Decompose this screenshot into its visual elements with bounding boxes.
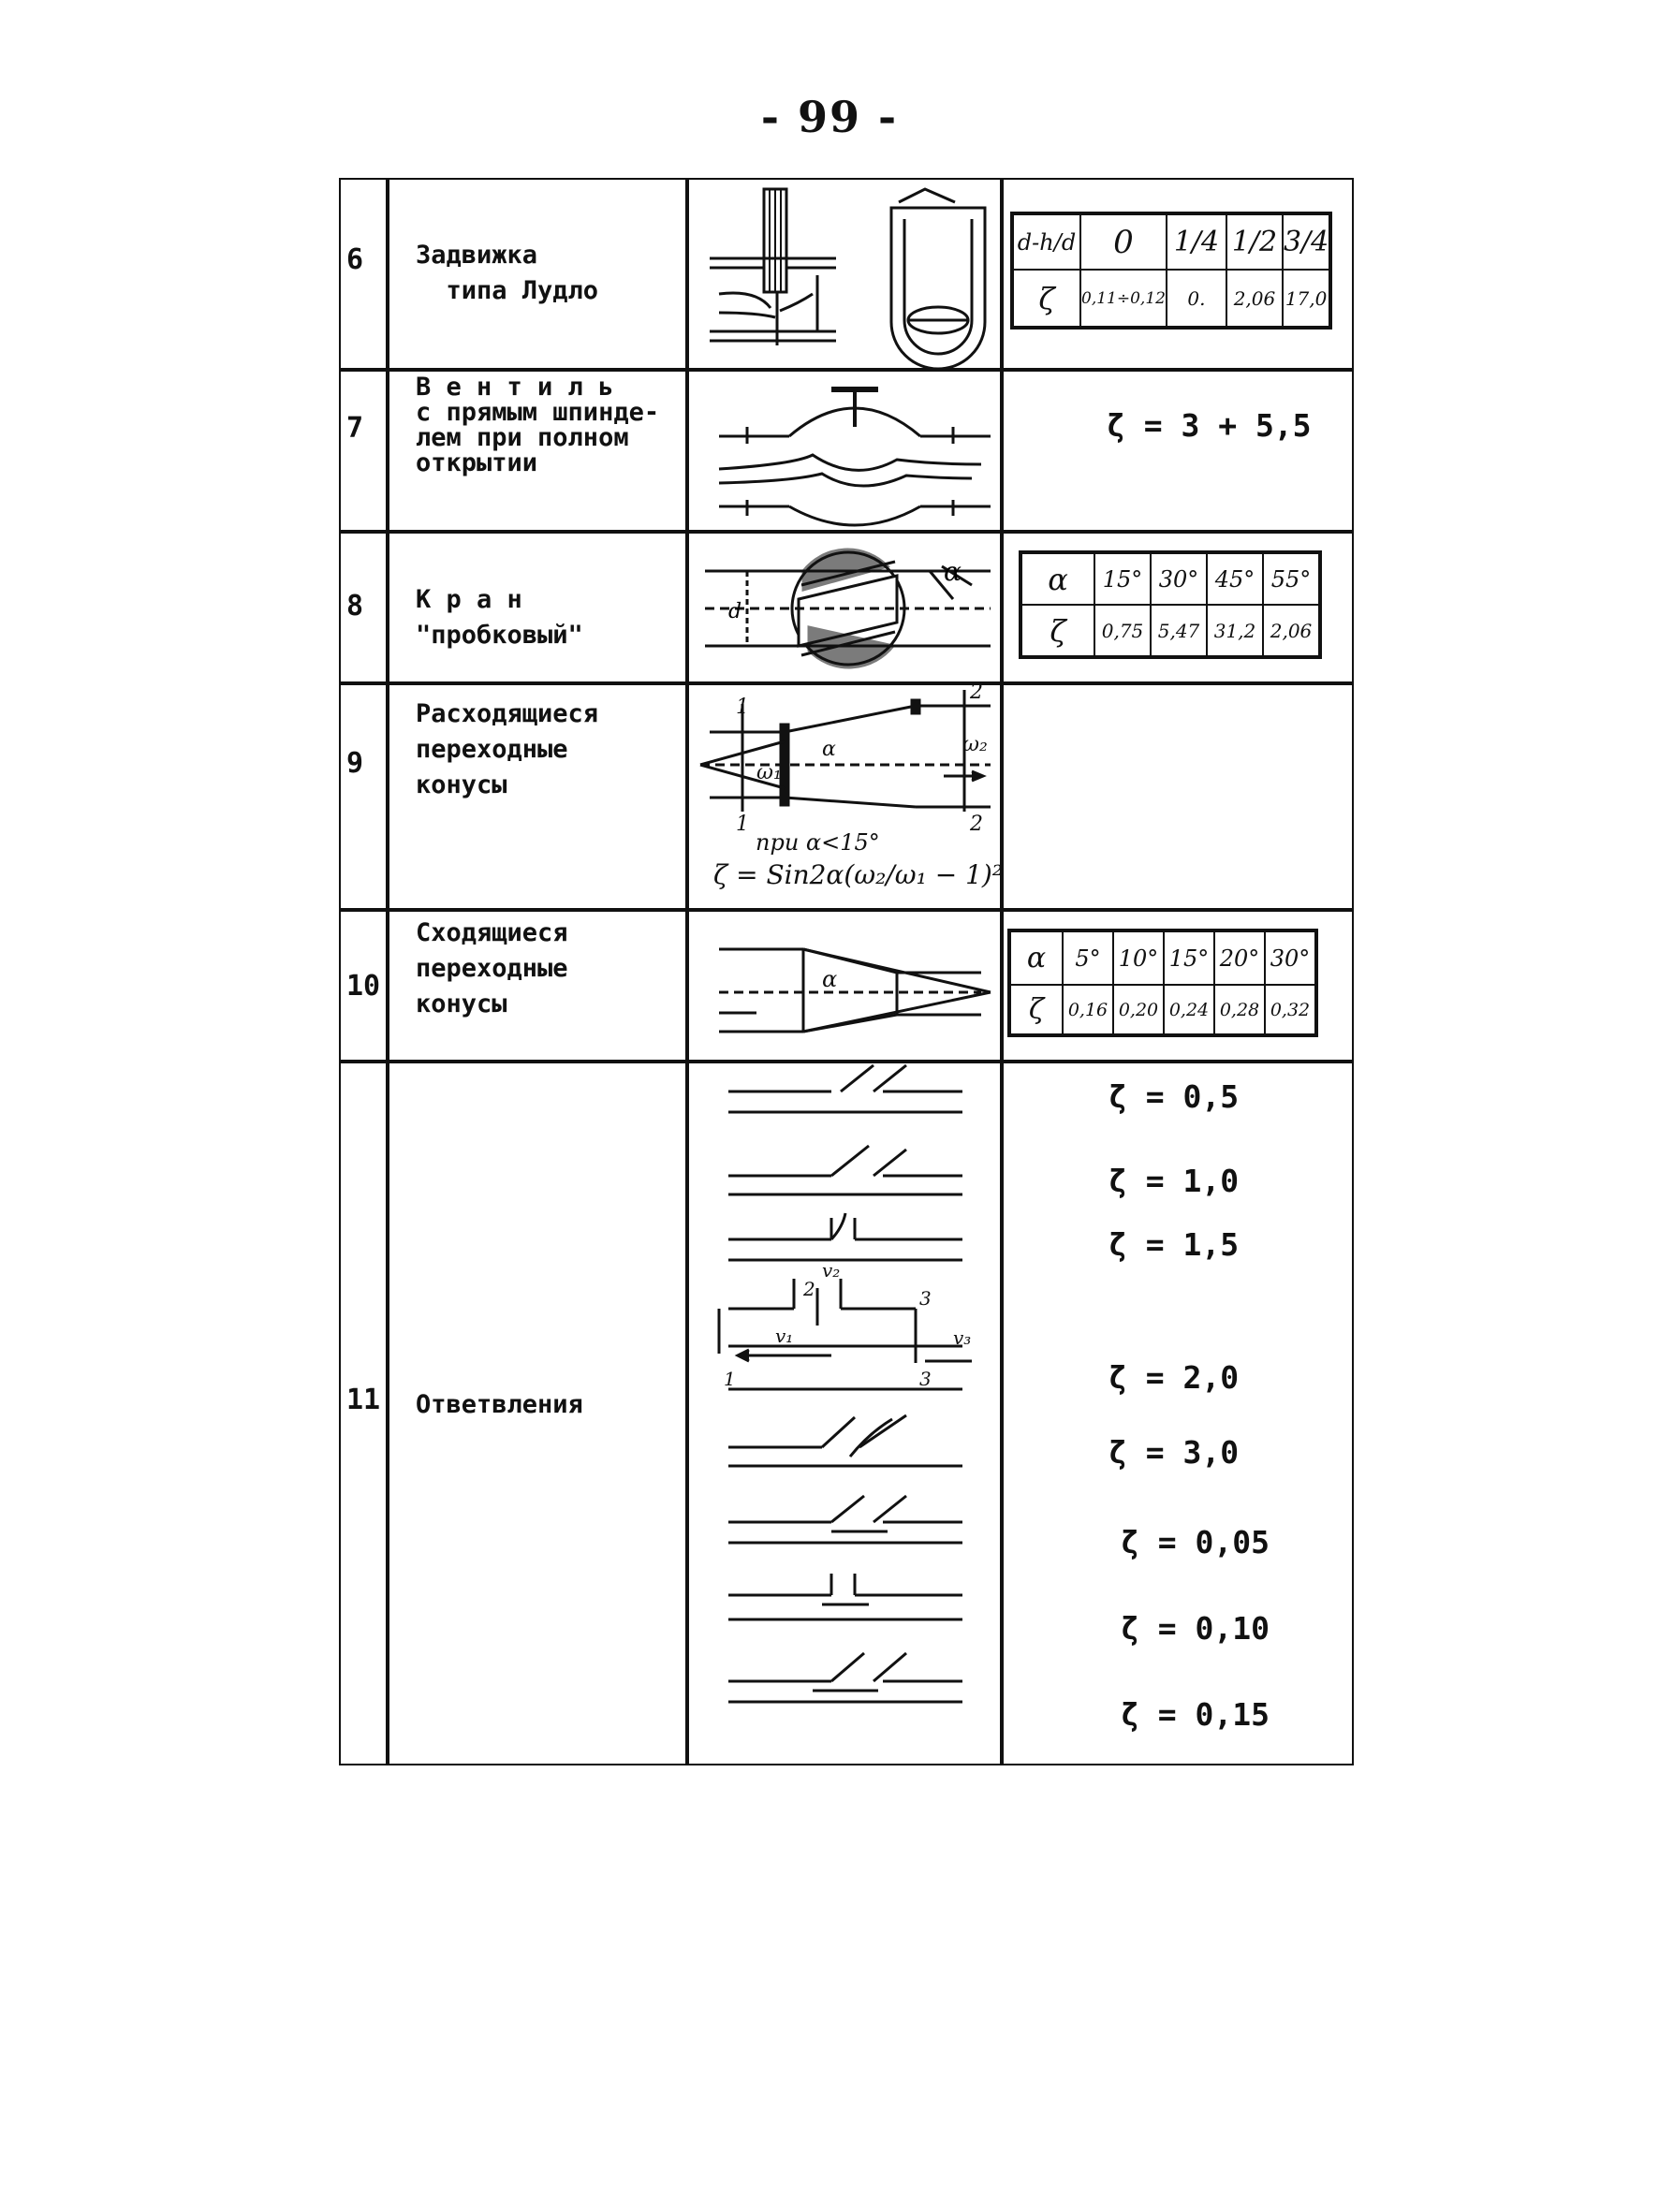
row-number: 9 [346, 747, 364, 780]
zeta-value: ζ = 0,5 [1108, 1078, 1240, 1115]
header-cell: 3/4 [1281, 212, 1332, 271]
row-number: 6 [346, 243, 364, 276]
gate-valve-drawing [710, 187, 987, 369]
svg-text:α: α [822, 966, 837, 992]
gate-valve-coefficients: d-h/d 0 1/4 1/2 3/4 ζ 0,11÷0,12 0. 2,06 … [1010, 212, 1333, 330]
header-cell: 1/2 [1225, 212, 1284, 271]
stop-valve-drawing [718, 387, 991, 527]
row-name: К р а н "пробковый" [416, 585, 583, 650]
svg-text:d: d [728, 600, 741, 623]
header-cell: 30° [1150, 551, 1208, 606]
header-cell: 10° [1112, 930, 1165, 986]
zeta-cell: 17,0 [1281, 269, 1332, 329]
row-number: 7 [346, 412, 364, 445]
zeta-cell: 0,28 [1213, 984, 1266, 1036]
zeta-value: ζ = 0,05 [1121, 1524, 1270, 1560]
zeta-value: ζ = 0,15 [1121, 1696, 1270, 1733]
converging-cone-coefficients: α 5° 10° 15° 20° 30° ζ 0,16 0,20 0,24 0,… [1007, 929, 1318, 1037]
svg-text:v₂: v₂ [822, 1259, 840, 1282]
zeta-value: ζ = 3 + 5,5 [1107, 407, 1312, 444]
zeta-cell: 0,11÷0,12 [1079, 269, 1167, 329]
zeta-value: ζ = 1,5 [1108, 1226, 1240, 1263]
zeta-value: ζ = 3,0 [1108, 1434, 1240, 1471]
header-cell: α [1008, 930, 1064, 986]
svg-text:v₃: v₃ [953, 1326, 971, 1349]
header-cell: 45° [1206, 551, 1264, 606]
row-number: 10 [346, 970, 381, 1003]
zeta-cell: 31,2 [1206, 604, 1264, 658]
header-cell: 55° [1262, 551, 1321, 606]
branch-drawings: 2 v₂ v₁ 3 v₃ 3 1 [717, 1063, 972, 1704]
resistance-table: 6 Задвижка типа Лудло d- [339, 178, 1354, 1765]
zeta-cell: 0,75 [1094, 604, 1152, 658]
zeta-cell: ζ [1011, 269, 1081, 329]
row-number: 8 [346, 590, 364, 623]
zeta-cell: 2,06 [1262, 604, 1321, 658]
header-cell: 5° [1062, 930, 1114, 986]
row-name: Сходящиеся переходные конусы [416, 918, 568, 1018]
svg-text:1: 1 [736, 813, 749, 835]
zeta-value: ζ = 0,10 [1121, 1610, 1270, 1647]
svg-text:3: 3 [919, 1287, 932, 1310]
zeta-cell: 0,32 [1264, 984, 1317, 1036]
zeta-cell: 0,20 [1112, 984, 1165, 1036]
zeta-value: ζ = 2,0 [1108, 1359, 1240, 1396]
header-cell: 15° [1094, 551, 1152, 606]
zeta-cell: 0,24 [1163, 984, 1215, 1036]
row-name: Задвижка типа Лудло [416, 241, 599, 305]
zeta-cell: 5,47 [1150, 604, 1208, 658]
svg-text:α: α [944, 556, 962, 587]
header-cell: 30° [1264, 930, 1317, 986]
svg-text:1: 1 [724, 1368, 736, 1390]
row-number: 11 [346, 1384, 381, 1416]
zeta-cell: 2,06 [1225, 269, 1284, 329]
svg-text:2: 2 [802, 1278, 815, 1300]
diverging-formula: ζ = Sin2α(ω₂/ω₁ − 1)² [713, 859, 1004, 890]
diverging-cone-drawing: 1 1 2 2 α ω₂ ω₁ [699, 685, 991, 835]
zeta-value: ζ = 1,0 [1108, 1163, 1240, 1199]
header-cell: 20° [1213, 930, 1266, 986]
svg-text:ω₁: ω₁ [756, 761, 782, 784]
row-name: Расходящиеся переходные конусы [416, 699, 599, 799]
row-name: Ответвления [416, 1390, 583, 1419]
header-cell: 1/4 [1165, 212, 1227, 271]
zeta-cell: 0. [1165, 269, 1227, 329]
header-cell: 15° [1163, 930, 1215, 986]
page-number: - 99 - [760, 92, 899, 142]
row-name: В е н т и л ь с прямым шпинде- лем при п… [416, 373, 660, 477]
plug-valve-drawing: α d [705, 548, 991, 669]
svg-text:2: 2 [969, 685, 983, 704]
svg-text:1: 1 [736, 696, 749, 719]
svg-text:α: α [822, 738, 836, 761]
header-cell: d-h/d [1011, 212, 1081, 271]
table-grid [339, 178, 1354, 1765]
zeta-cell: 0,16 [1062, 984, 1114, 1036]
cone-angle-note: при α<15° [756, 829, 880, 856]
svg-text:3: 3 [919, 1368, 932, 1390]
header-cell: α [1020, 551, 1095, 606]
header-cell: 0 [1079, 212, 1167, 271]
svg-text:2: 2 [969, 813, 983, 835]
converging-cone-drawing: α [719, 947, 991, 1033]
plug-valve-coefficients: α 15° 30° 45° 55° ζ 0,75 5,47 31,2 2,06 [1019, 550, 1322, 659]
zeta-cell: ζ [1020, 604, 1095, 658]
svg-text:v₁: v₁ [775, 1325, 793, 1347]
svg-text:ω₂: ω₂ [962, 733, 988, 756]
zeta-cell: ζ [1008, 984, 1064, 1036]
